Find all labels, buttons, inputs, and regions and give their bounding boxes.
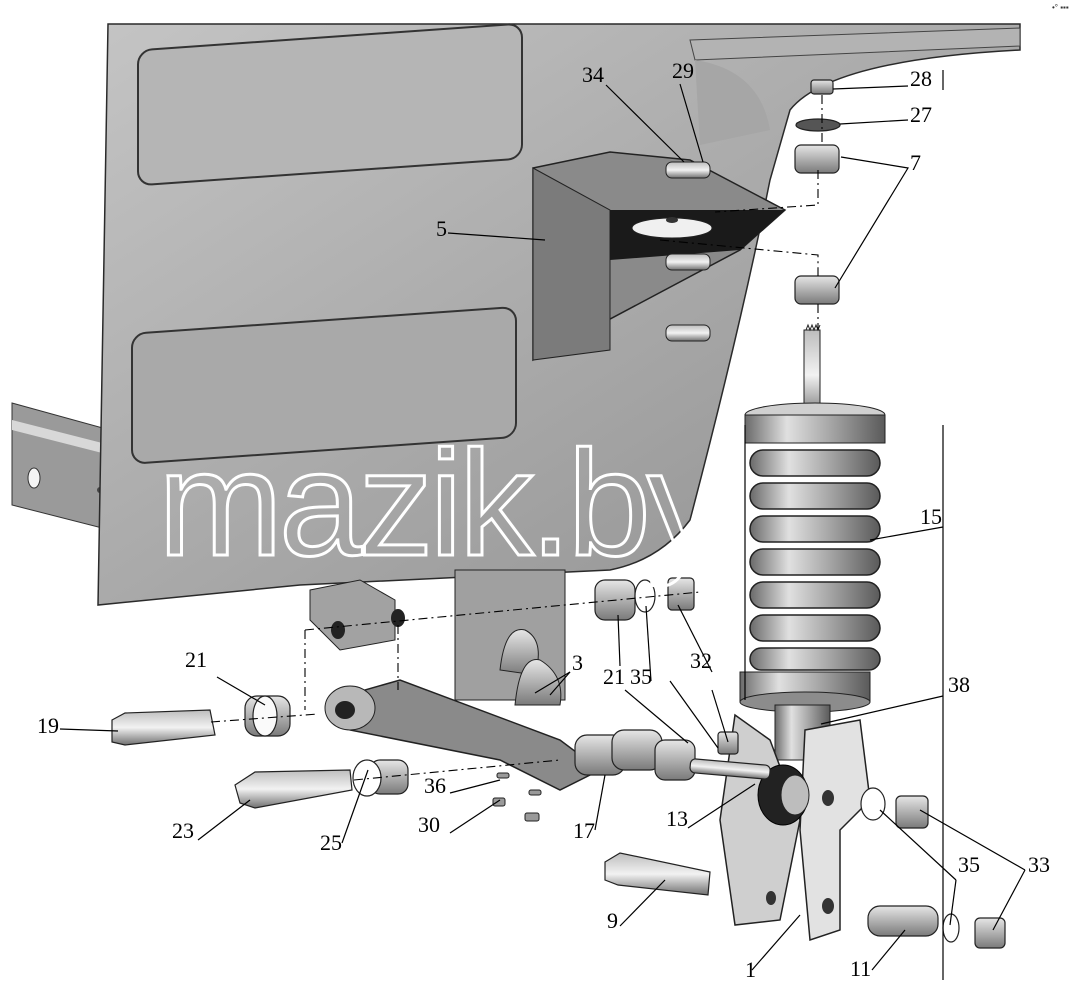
callout-9: 9 — [607, 908, 618, 933]
callout-34: 34 — [582, 62, 604, 87]
bolt-13 — [689, 758, 771, 780]
bolt-23 — [234, 769, 353, 809]
corner-mark: •° ▪▪▪ — [1052, 3, 1069, 12]
bolts — [111, 709, 771, 896]
callout-11: 11 — [850, 956, 871, 981]
callout-15: 15 — [920, 504, 942, 529]
frame-rail — [11, 402, 111, 531]
panel-stamping-upper — [137, 23, 523, 186]
callout-28: 28 — [910, 66, 932, 91]
bushings — [244, 79, 1006, 949]
bolt-19 — [111, 709, 216, 746]
callout-19: 19 — [37, 713, 59, 738]
coil-spring — [749, 449, 881, 671]
callout-35-lower: 35 — [958, 852, 980, 877]
callout-7: 7 — [910, 150, 921, 175]
callout-3: 3 — [572, 650, 583, 675]
reference-lines — [744, 70, 944, 980]
callout-35-upper: 35 — [630, 664, 652, 689]
bump-stops — [309, 569, 566, 706]
callout-21-left: 21 — [185, 647, 207, 672]
callout-23: 23 — [172, 818, 194, 843]
callout-36: 36 — [424, 773, 446, 798]
callout-29: 29 — [672, 58, 694, 83]
spring-assembly — [739, 323, 886, 761]
callout-25: 25 — [320, 830, 342, 855]
callout-13: 13 — [666, 806, 688, 831]
watermark: mazik.by — [158, 419, 722, 587]
bolt-9 — [604, 852, 711, 896]
callout-33: 33 — [1028, 852, 1050, 877]
small-fasteners — [492, 772, 542, 822]
callout-21-right: 21 — [603, 664, 625, 689]
panel-stamping-lower — [131, 306, 517, 464]
callout-5: 5 — [436, 216, 447, 241]
assembly-axis-lines — [210, 95, 823, 781]
callout-17: 17 — [573, 818, 595, 843]
callout-30: 30 — [418, 812, 440, 837]
callout-labels: 1 3 5 7 9 11 13 15 17 19 21 21 23 25 27 … — [37, 58, 1050, 982]
bushing-11 — [867, 905, 939, 937]
upper-bracket — [532, 151, 787, 362]
callout-32: 32 — [690, 648, 712, 673]
bracket-bolts — [665, 161, 711, 342]
callout-38: 38 — [948, 672, 970, 697]
callout-27: 27 — [910, 102, 932, 127]
leader-lines — [59, 83, 1026, 971]
callout-1: 1 — [745, 957, 756, 982]
